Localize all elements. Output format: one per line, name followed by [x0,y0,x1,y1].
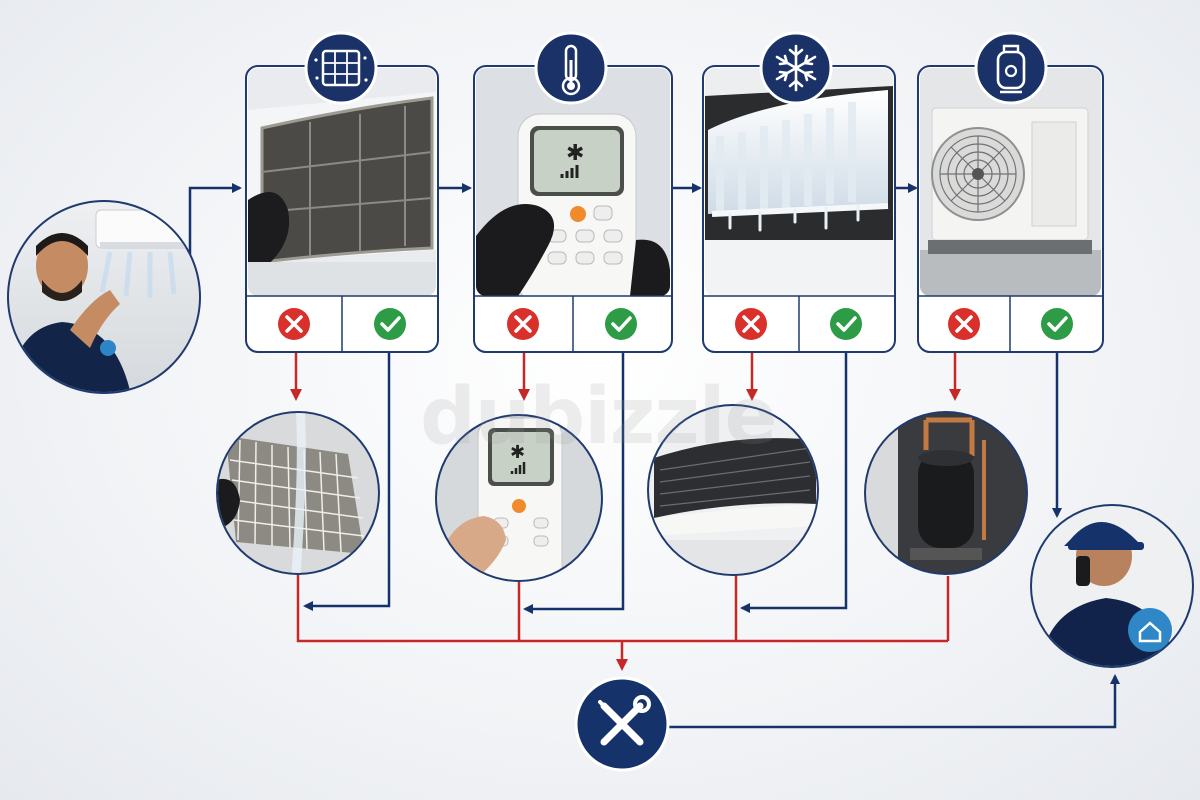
cross-icon[interactable] [278,308,310,340]
compressor-photo [864,411,1028,575]
step-card-evaporator [702,31,896,353]
cross-icon[interactable] [735,308,767,340]
remote-control-photo: ✱ [476,68,670,296]
connectors [188,183,1120,729]
frozen-evaporator-photo [705,68,893,296]
check-icon[interactable] [605,308,637,340]
yes-path-step3 [740,352,848,613]
cross-icon[interactable] [507,308,539,340]
check-icon[interactable] [830,308,862,340]
step-card-air-filter [245,31,439,353]
check-icon[interactable] [1041,308,1073,340]
air-filter-icon [304,31,378,105]
remote-cool-mode-photo: ✱ [435,414,603,582]
thermometer-icon [534,31,608,105]
step-card-compressor [917,31,1104,353]
tools-icon [598,695,651,746]
snowflake-icon [759,31,833,105]
connector-start-to-step1 [188,183,242,262]
yes-path-step2 [523,352,625,614]
svg-text:✱: ✱ [566,141,584,166]
technician-on-phone-photo [1030,504,1194,668]
cross-icon[interactable] [948,308,980,340]
filter-washing-photo [216,411,380,575]
outdoor-unit-photo [920,68,1101,296]
repair-to-technician [668,674,1120,729]
check-icon[interactable] [374,308,406,340]
yes-path-step1 [303,352,391,611]
compressor-icon [974,31,1048,105]
svg-text:✱: ✱ [510,442,525,463]
dirty-air-filter-photo [248,68,436,296]
fix-to-repair-lines [296,575,950,643]
start-photo [7,200,201,394]
step-card-thermostat: ✱ [473,31,673,353]
repair-node[interactable] [574,676,670,772]
clean-evaporator-coil-photo [647,404,819,576]
